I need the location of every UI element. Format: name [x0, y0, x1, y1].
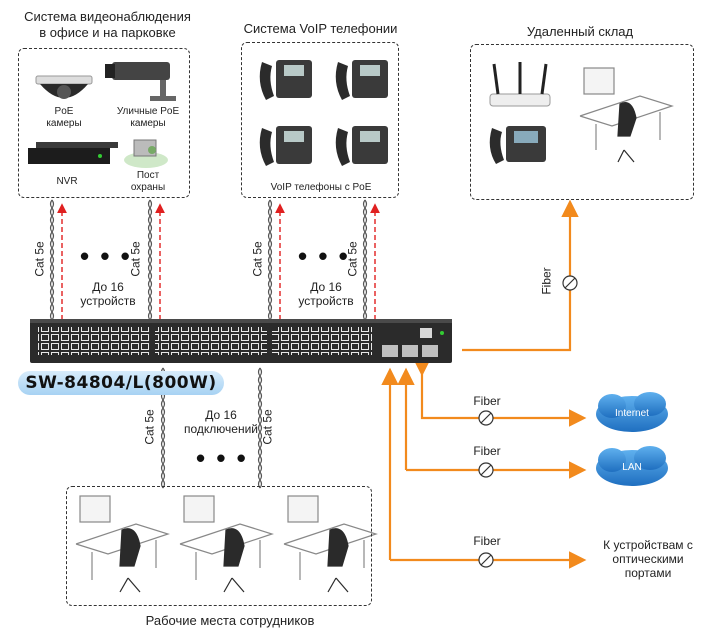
up-to-16-devices-left: До 16 устройств	[80, 280, 136, 308]
nvr-icon	[28, 142, 118, 164]
optical-devices-label: К устройствам с оптическими портами	[603, 538, 693, 580]
voip-phones	[259, 60, 388, 166]
cat5e-label-top-mid-a: Cat 5e	[250, 241, 265, 277]
guard-post-label: Пост охраны	[130, 170, 166, 193]
more-devices-dots-bottom: • • •	[196, 443, 248, 473]
surveillance-box	[18, 48, 190, 198]
more-devices-dots-left: • • •	[80, 241, 132, 271]
voip-caption: VoIP телефоны с PoE	[270, 182, 372, 193]
cat5e-label-top-left-a: Cat 5e	[32, 241, 47, 277]
warehouse-title: Удаленный склад	[526, 24, 634, 39]
fiber-label-warehouse: Fiber	[539, 267, 554, 295]
voip-title: Система VoIP телефонии	[243, 21, 398, 36]
workplaces-box	[66, 486, 372, 606]
poe-arrows	[57, 203, 380, 320]
surveillance-title: Система видеонаблюдения в офисе и на пар…	[24, 9, 191, 40]
up-to-16-connections: До 16 подключений	[184, 408, 258, 436]
internet-label: Internet	[615, 408, 649, 419]
cat5e-cable-group-top-middle	[267, 199, 368, 329]
fiber-label-optical: Fiber	[473, 534, 501, 548]
nvr-label: NVR	[56, 176, 78, 187]
up-to-16-devices-middle: До 16 устройств	[298, 280, 354, 308]
poe-cameras-label: PoE камеры	[46, 106, 82, 129]
fiber-coil-markers	[478, 275, 578, 568]
fiber-links	[381, 199, 587, 569]
internet-cloud	[596, 392, 668, 432]
cat5e-label-bottom-a: Cat 5e	[142, 409, 157, 445]
guard-post-icon	[124, 139, 168, 168]
more-devices-dots-middle: • • •	[298, 241, 350, 271]
poe-dome-camera-icon	[35, 75, 93, 99]
warehouse-workstation-icon	[579, 67, 674, 163]
cat5e-cable-group-top-left	[49, 199, 153, 329]
switch-device	[30, 319, 452, 363]
street-cameras-label: Уличные PoE камеры	[116, 106, 180, 129]
wireless-router-icon	[489, 62, 551, 107]
fiber-label-lan: Fiber	[473, 444, 501, 458]
warehouse-box	[470, 44, 694, 200]
switch-model-badge: SW-84804/L(800W)	[18, 371, 224, 395]
workplaces-caption: Рабочие места сотрудников	[145, 613, 315, 628]
voip-box	[241, 42, 399, 198]
street-camera-icon	[105, 62, 176, 101]
lan-cloud	[596, 446, 668, 486]
employee-workstations	[75, 495, 378, 593]
warehouse-phone-icon	[489, 126, 546, 164]
lan-label: LAN	[622, 462, 642, 473]
fiber-label-internet: Fiber	[473, 394, 501, 408]
